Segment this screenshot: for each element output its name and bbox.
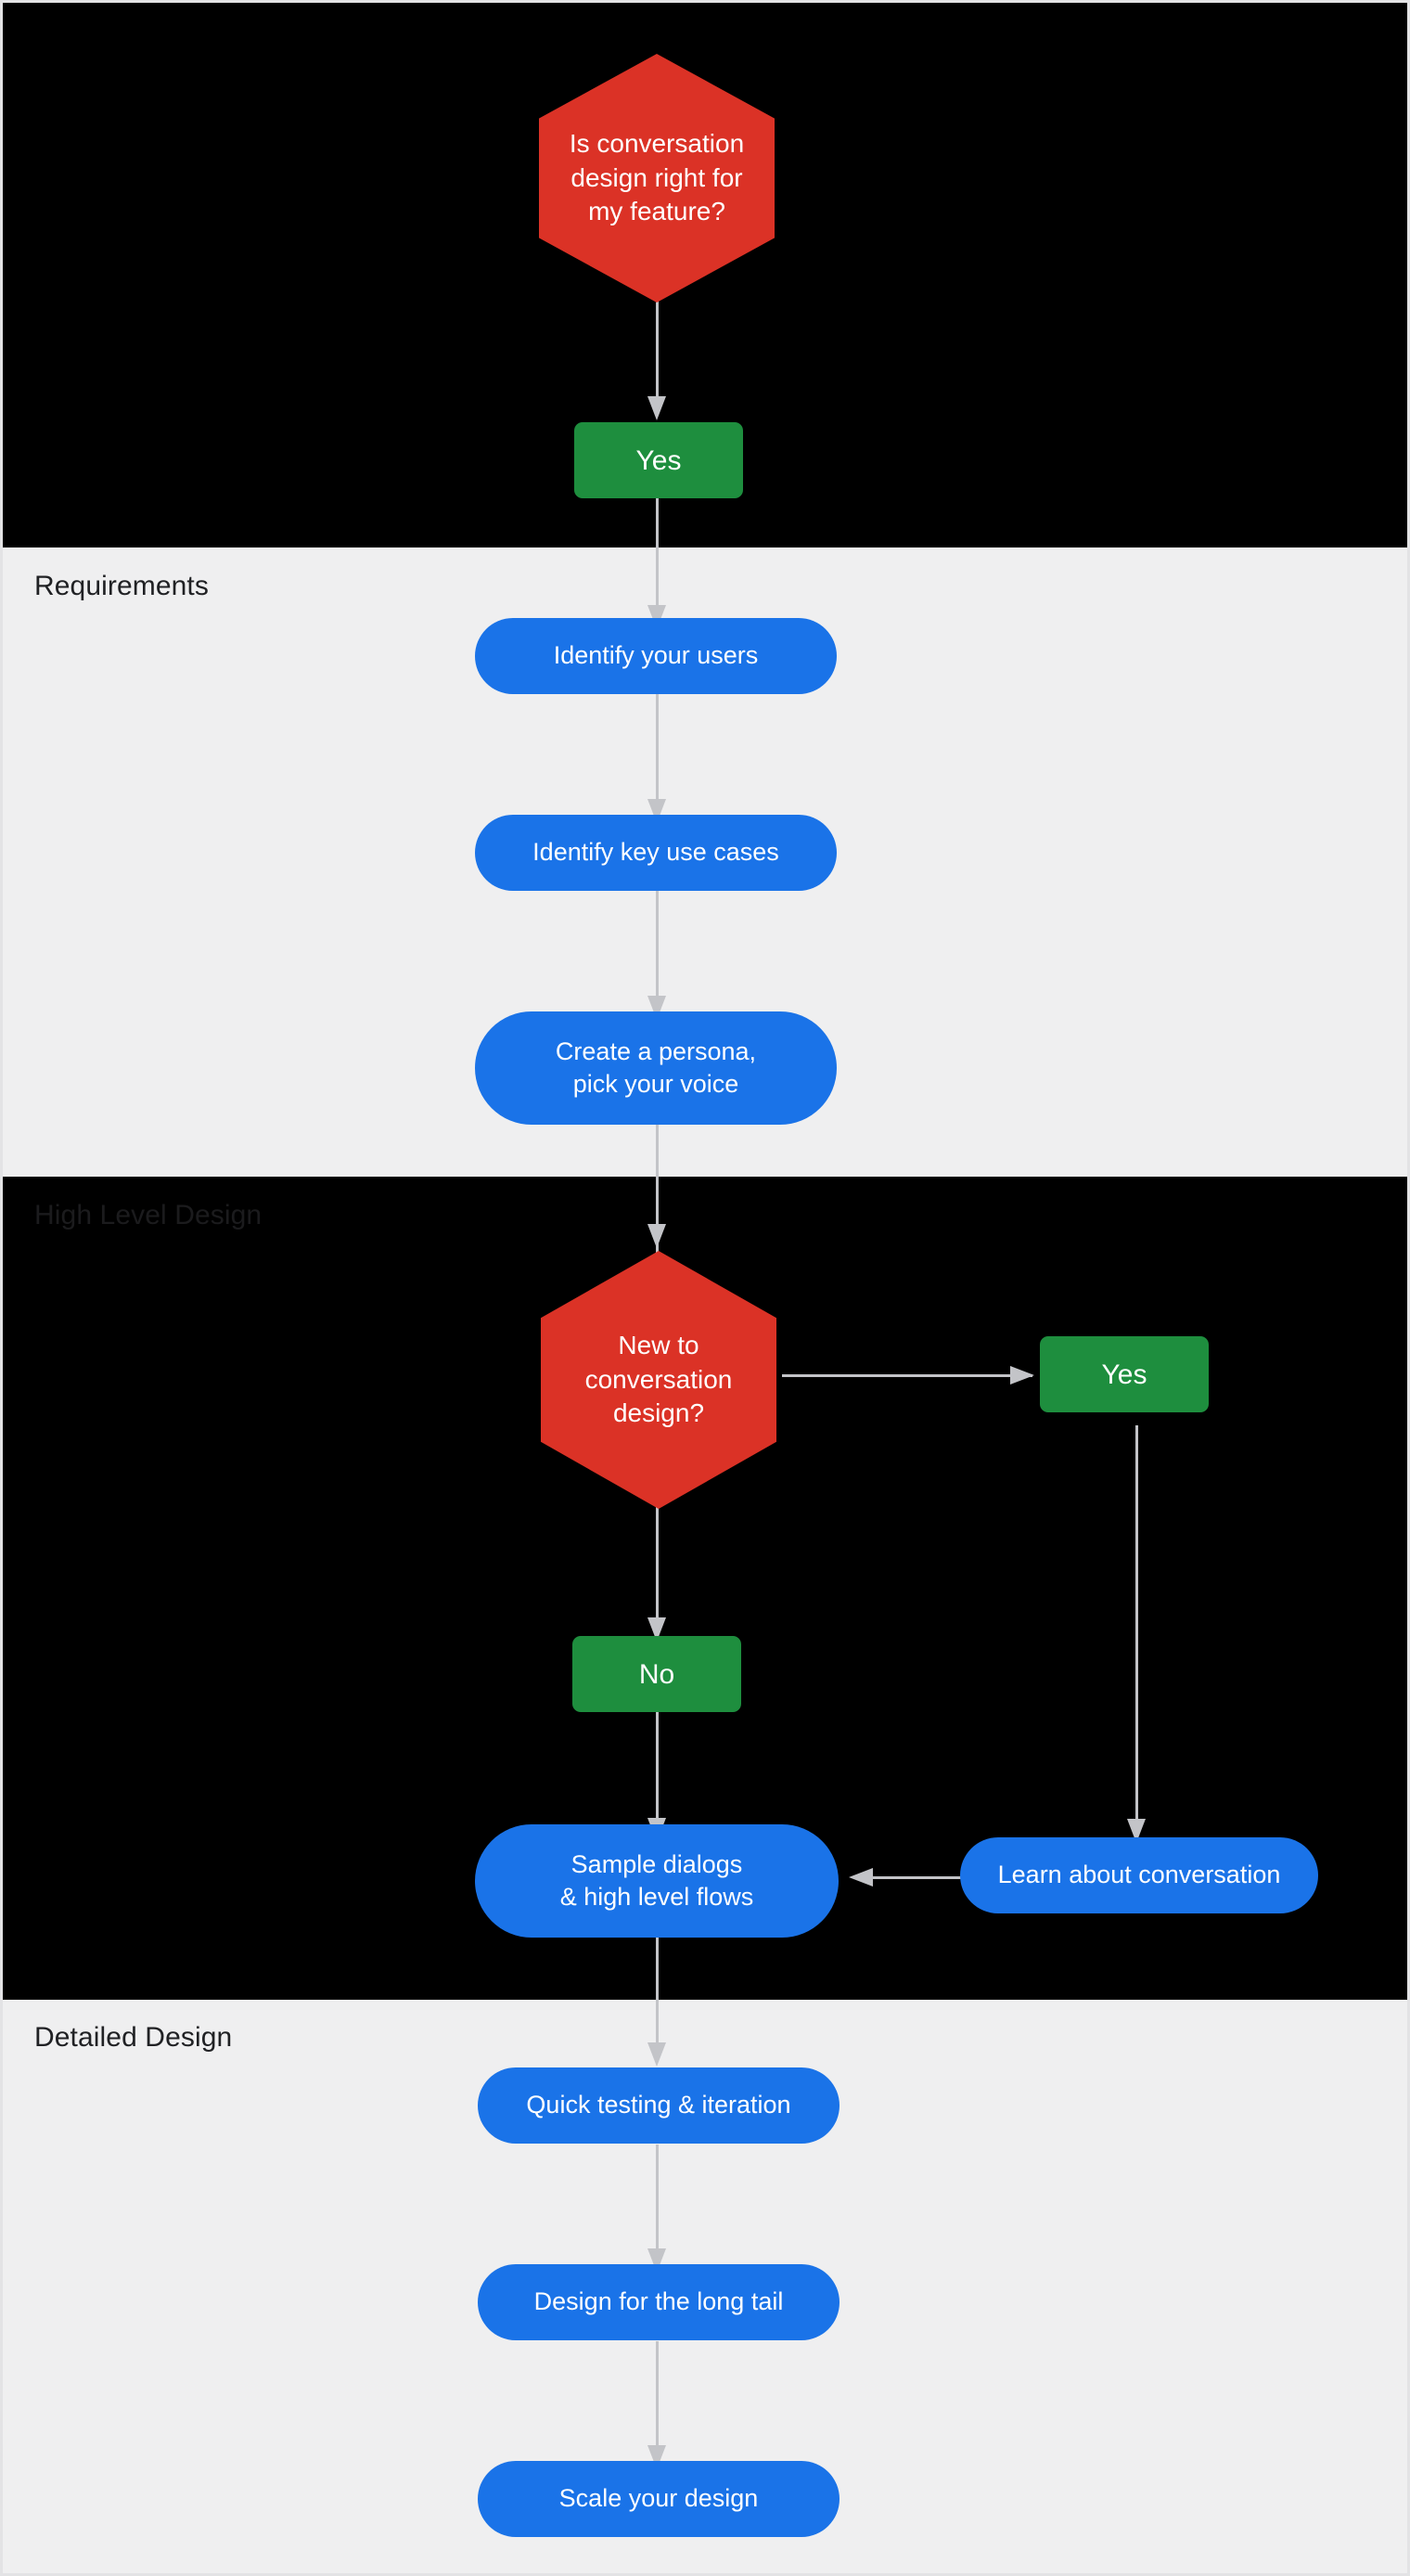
step-node-scale-your-design[interactable]: Scale your design [478,2461,840,2537]
step-node-design-for-the-long-tail[interactable]: Design for the long tail [478,2264,840,2340]
step-node-label: Identify key use cases [532,838,779,867]
decision-node-label-line1: Is conversation [569,129,745,159]
decision-node-label: New to conversation design? [585,1329,733,1430]
step-node-label-line1: Sample dialogs [570,1849,743,1878]
step-node-label-line2: pick your voice [572,1070,739,1098]
step-node-quick-testing-iteration[interactable]: Quick testing & iteration [478,2067,840,2144]
decision-node-label-line2: conversation [584,1364,733,1394]
answer-node-yes-branch[interactable]: Yes [1040,1336,1209,1412]
answer-node-label: No [638,1658,675,1690]
step-node-label: Learn about conversation [997,1861,1281,1889]
step-node-create-persona-pick-voice[interactable]: Create a persona, pick your voice [475,1011,837,1125]
step-node-label: Create a persona, pick your voice [556,1036,756,1101]
section-label-high-level-design: High Level Design [34,1200,263,1230]
answer-node-no-branch[interactable]: No [572,1636,741,1712]
decision-node-label-line3: design? [612,1398,705,1428]
decision-node-label-line2: design right for [570,162,743,192]
step-node-identify-your-users[interactable]: Identify your users [475,618,837,694]
decision-node-label-line1: New to [618,1331,699,1360]
answer-node-label: Yes [1101,1359,1147,1390]
step-node-identify-key-use-cases[interactable]: Identify key use cases [475,815,837,891]
step-node-sample-dialogs-high-level-flows[interactable]: Sample dialogs & high level flows [475,1824,839,1938]
step-node-label: Design for the long tail [533,2287,784,2316]
step-node-label: Quick testing & iteration [526,2091,791,2119]
section-label-detailed-design: Detailed Design [34,2022,233,2053]
step-node-label: Scale your design [558,2484,759,2513]
step-node-label-line1: Create a persona, [555,1037,757,1065]
answer-node-label: Yes [635,444,682,476]
answer-node-yes-top[interactable]: Yes [574,422,743,498]
decision-node-label: Is conversation design right for my feat… [570,127,744,228]
decision-node-label-line3: my feature? [588,197,725,226]
step-node-label-line2: & high level flows [559,1883,754,1911]
section-label-requirements: Requirements [34,571,209,601]
step-node-learn-about-conversation[interactable]: Learn about conversation [960,1837,1318,1913]
step-node-label: Identify your users [553,641,759,670]
step-node-label: Sample dialogs & high level flows [560,1848,754,1913]
